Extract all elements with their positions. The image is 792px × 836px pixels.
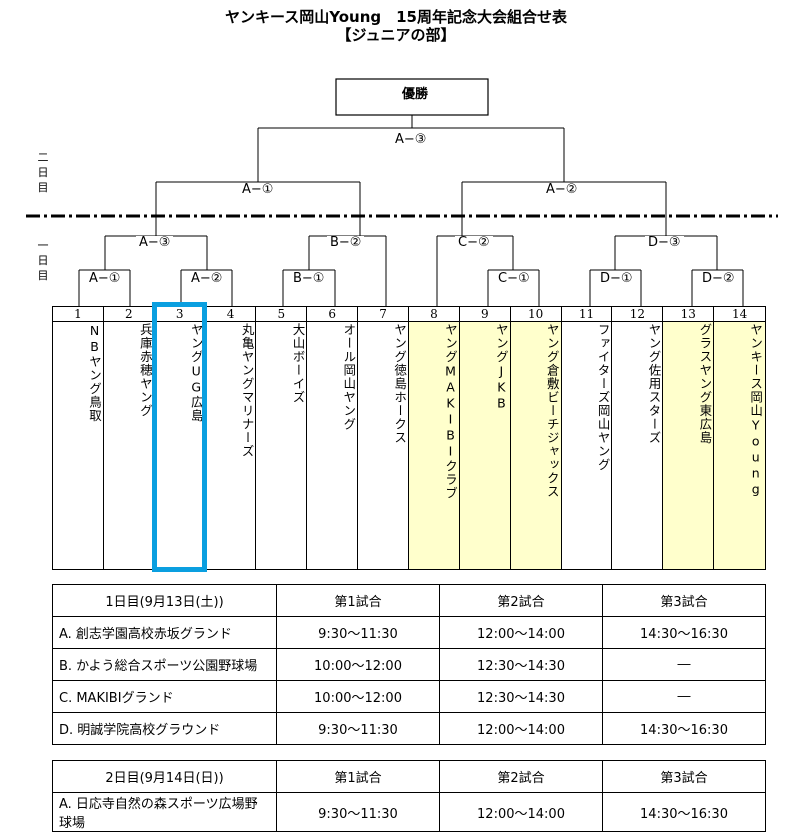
team-name: ヤングUG広島 [188, 323, 204, 423]
team-name: ヤングJKB [493, 323, 509, 412]
match-label: D−② [699, 272, 738, 286]
match-label: B−② [327, 236, 365, 250]
match-label: B−① [290, 272, 328, 286]
schedule-day2: 2日目(9月14日(日)) 第1試合 第2試合 第3試合 A. 日応寺自然の森ス… [52, 760, 766, 832]
match-label: A−② [188, 272, 226, 286]
match-label: A−① [239, 183, 277, 197]
match-label: A−③ [136, 236, 174, 250]
schedule-day1: 1日目(9月13日(土)) 第1試合 第2試合 第3試合 A. 創志学園高校赤坂… [52, 584, 766, 745]
team-name: NBヤング鳥取 [87, 323, 102, 423]
match-label: D−③ [645, 236, 684, 250]
day2-label: 二日目 [37, 151, 49, 194]
match-label: D−① [597, 272, 636, 286]
team-name: ヤングMAKIBIクラブ [443, 323, 459, 500]
match-label: C−② [455, 236, 493, 250]
team-name: オール岡山ヤング [341, 323, 357, 431]
match-label: A−③ [392, 133, 430, 147]
team-name: ファイターズ岡山ヤング [595, 323, 611, 472]
team-name: ヤンキース岡山Young [748, 323, 764, 498]
match-label: A−② [543, 183, 581, 197]
table-header-row: 2日目(9月14日(日)) 第1試合 第2試合 第3試合 [52, 760, 766, 793]
highlight-box [152, 302, 207, 572]
day1-label: 一日目 [37, 239, 49, 282]
final-label: 優勝 [401, 87, 428, 102]
match-label: C−① [495, 272, 533, 286]
table-header-row: 1日目(9月13日(土)) 第1試合 第2試合 第3試合 [52, 584, 766, 617]
team-name: 大山ボーイズ [290, 323, 306, 404]
match-label: A−① [86, 272, 124, 286]
page-subtitle: 【ジュニアの部】 [336, 26, 456, 44]
page-title: ヤンキース岡山Young 15周年記念大会組合せ表 [224, 8, 567, 26]
team-name: グラスヤング東広島 [697, 323, 713, 445]
team-name: 丸亀ヤングマリナーズ [239, 323, 255, 458]
team-name: 兵庫赤穂ヤング [137, 323, 153, 418]
team-name: ヤング佐用スターズ [646, 323, 662, 445]
tournament-bracket [26, 78, 778, 306]
final-box [335, 78, 489, 116]
team-name: ヤング徳島ホークス [392, 323, 408, 445]
team-name: ヤング倉敷ビーチジャックス [544, 323, 560, 499]
